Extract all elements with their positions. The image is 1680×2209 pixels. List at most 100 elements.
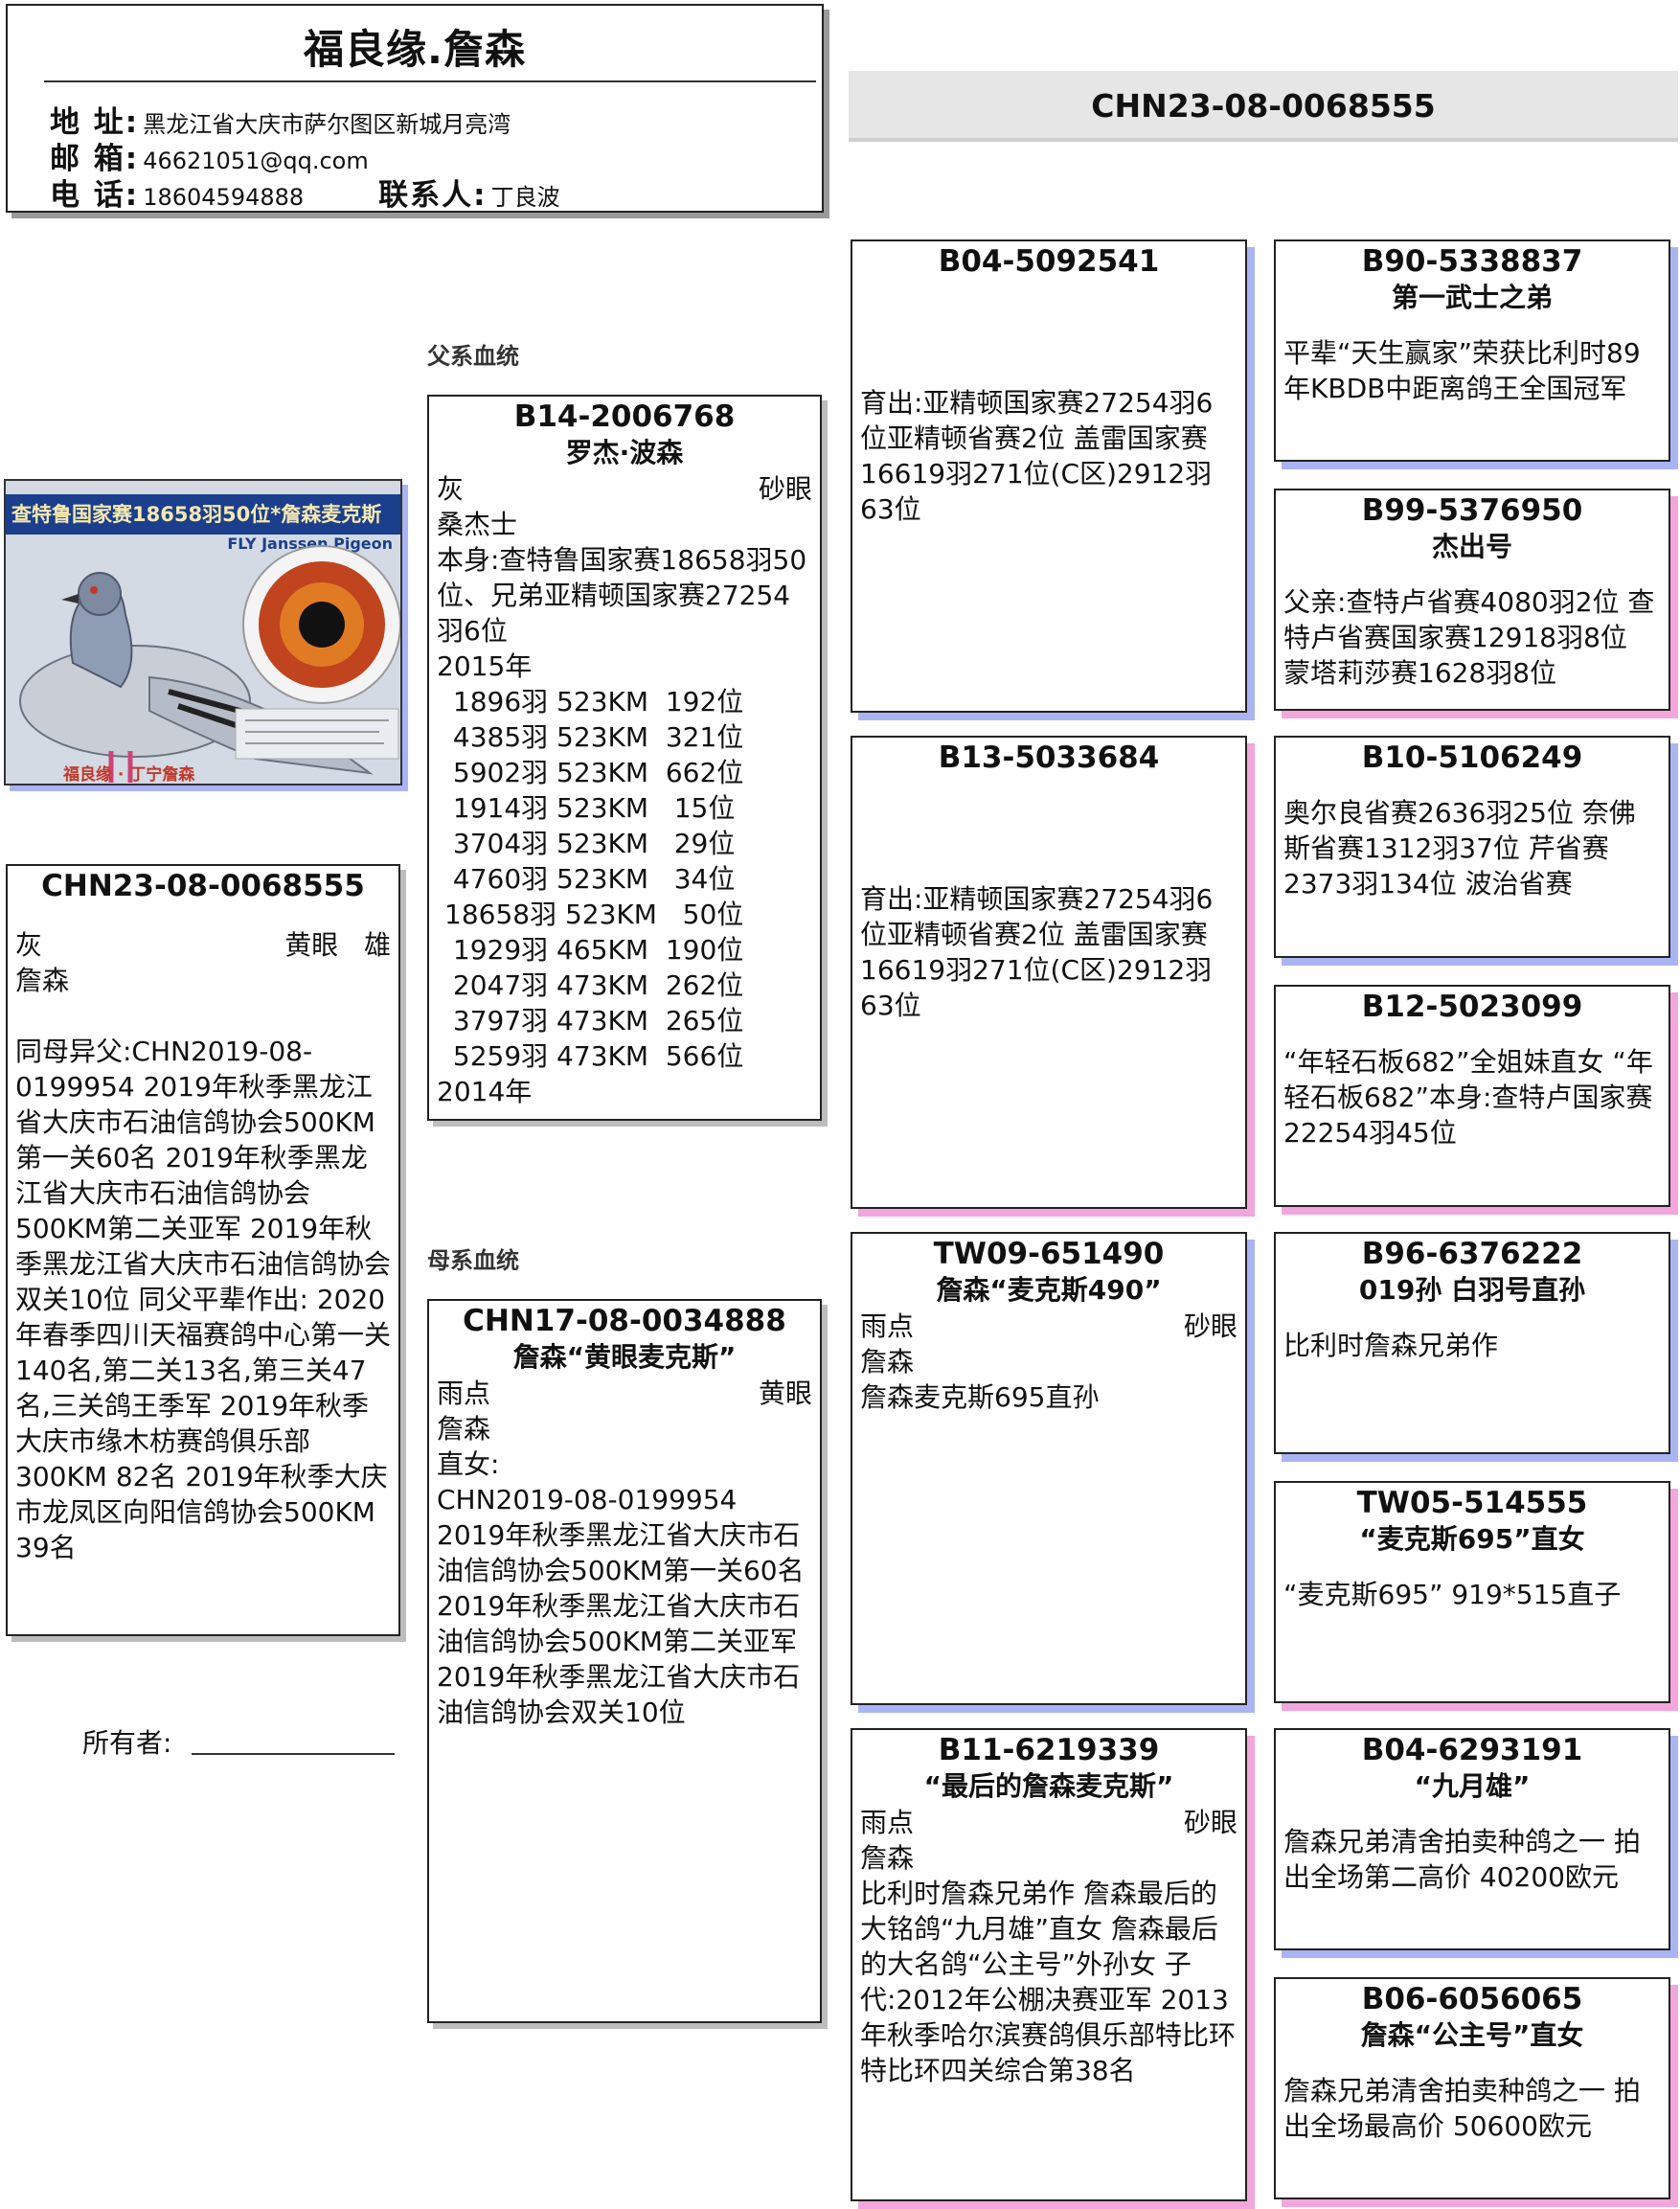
paternal-label: 父系血统 [427, 343, 519, 370]
great-grandparent-description: “年轻石板682”全姐妹直女 “年轻石板682”本身:查特卢国家赛22254羽4… [1283, 1046, 1653, 1149]
dam-card: CHN17-08-0034888 詹森“黄眼麦克斯” 雨点 黄眼 詹森 直女: … [427, 1299, 822, 2023]
phone-label: 电 话: [50, 178, 140, 213]
sire-result: 3704羽 523KM 29位 [444, 828, 736, 859]
sire-result: 4385羽 523KM 321位 [444, 721, 744, 753]
sire-traits: 灰 砂眼 [437, 471, 812, 507]
great-grandparent-ring: TW05-514555 [1356, 1486, 1588, 1520]
great-grandparent-description: 父亲:查特卢省赛4080羽2位 查特卢省赛国家赛12918羽8位 蒙塔莉莎赛16… [1283, 586, 1655, 689]
grandparent-description: 詹森麦克斯695直孙 [860, 1381, 1100, 1413]
great-grandparent-card: B99-5376950 杰出号 父亲:查特卢省赛4080羽2位 查特卢省赛国家赛… [1274, 489, 1670, 711]
granddam-dam-card: B11-6219339 “最后的詹森麦克斯” 雨点 砂眼 詹森 比利时詹森兄弟作… [851, 1728, 1247, 2201]
great-grandparent-name: 杰出号 [1431, 531, 1512, 562]
grandparent-ring: TW09-651490 [933, 1237, 1165, 1271]
sire-description: 本身:查特鲁国家赛18658羽50位、兄弟亚精顿国家赛27254羽6位 [437, 544, 807, 647]
photo-brand: FLY Janssen Pigeon [227, 535, 393, 553]
pigeon-illustration [19, 545, 400, 783]
breeder-header: 福良缘.詹森 地 址: 黑龙江省大庆市萨尔图区新城月亮湾 邮 箱: 466210… [6, 4, 824, 213]
great-grandparent-card: B04-6293191 “九月雄” 詹森兄弟清舍拍卖种鸽之一 拍出全场第二高价 … [1274, 1728, 1670, 1950]
grandparent-eye: 砂眼 [1183, 1310, 1237, 1342]
email-value: 46621051@qq.com [143, 148, 369, 174]
breeder-title: 福良缘.詹森 [304, 26, 526, 73]
great-grandparent-ring: B12-5023099 [1361, 990, 1583, 1024]
sire-eye: 砂眼 [758, 473, 812, 505]
grandparent-name: “最后的詹森麦克斯” [923, 1770, 1174, 1802]
grandparent-eye: 砂眼 [1183, 1807, 1237, 1838]
subject-color: 灰 [15, 929, 43, 961]
great-grandparent-name: 詹森“公主号”直女 [1360, 2019, 1584, 2051]
subject-card: CHN23-08-0068555 灰 黄眼 雄 詹森 同母异父:CHN2019-… [6, 864, 400, 1636]
sire-result: 1896羽 523KM 192位 [444, 686, 744, 717]
great-grandparent-description: 詹森兄弟清舍拍卖种鸽之一 拍出全场第二高价 40200欧元 [1283, 1826, 1641, 1893]
sire-result: 4760羽 523KM 34位 [444, 863, 736, 895]
dam-description: CHN2019-08-0199954 2019年秋季黑龙江省大庆市石油信鸽协会5… [437, 1484, 805, 1728]
subject-eye: 黄眼 [284, 929, 339, 961]
grandparent-strain: 詹森 [860, 1346, 915, 1378]
great-grandparent-card: B10-5106249 奥尔良省赛2636羽25位 奈佛斯省赛1312羽37位 … [1274, 736, 1670, 958]
contact-value: 丁良波 [490, 184, 560, 211]
great-grandparent-card: B06-6056065 詹森“公主号”直女 詹森兄弟清舍拍卖种鸽之一 拍出全场最… [1274, 1977, 1670, 2199]
sire-result: 3797羽 473KM 265位 [444, 1005, 744, 1036]
maternal-label: 母系血统 [427, 1247, 519, 1274]
great-grandparent-name: “麦克斯695”直女 [1359, 1523, 1585, 1555]
contact-label: 联系人: [378, 178, 488, 213]
grandparent-color: 雨点 [860, 1310, 915, 1342]
email-label: 邮 箱: [50, 142, 140, 176]
email-row: 邮 箱: 46621051@qq.com [50, 134, 369, 177]
dam-ring: CHN17-08-0034888 [463, 1304, 786, 1338]
header-divider [44, 80, 816, 82]
sire-result: 18658羽 523KM 50位 [444, 899, 744, 930]
grandparent-color: 雨点 [860, 1807, 915, 1838]
sire-result: 1914羽 523KM 15位 [444, 792, 736, 824]
great-grandparent-ring: B90-5338837 [1361, 244, 1583, 279]
great-grandparent-name: 019孙 白羽号直孙 [1358, 1274, 1586, 1306]
great-grandparent-card: TW05-514555 “麦克斯695”直女 “麦克斯695” 919*515直… [1274, 1481, 1670, 1703]
sire-result: 5259羽 473KM 566位 [444, 1040, 744, 1072]
grandparent-name: 詹森“麦克斯490” [936, 1274, 1162, 1306]
sire-ring: B14-2006768 [513, 399, 736, 434]
dam-color: 雨点 [437, 1378, 491, 1409]
grandparent-description: 育出:亚精顿国家赛27254羽6位亚精顿省赛2位 盖雷国家赛16619羽271位… [860, 387, 1214, 525]
granddam-sire-card: B13-5033684 育出:亚精顿国家赛27254羽6位亚精顿省赛2位 盖雷国… [851, 736, 1247, 1209]
sire-card: B14-2006768 罗杰·波森 灰 砂眼 桑杰士 本身:查特鲁国家赛1865… [427, 395, 822, 1121]
grandparent-description: 育出:亚精顿国家赛27254羽6位亚精顿省赛2位 盖雷国家赛16619羽271位… [860, 883, 1214, 1021]
great-grandparent-description: “麦克斯695” 919*515直子 [1283, 1579, 1622, 1610]
photo-banner: 查特鲁国家赛18658羽50位*詹森麦克斯 [6, 494, 400, 535]
grandsire-sire-card: B04-5092541 育出:亚精顿国家赛27254羽6位亚精顿省赛2位 盖雷国… [851, 239, 1247, 713]
grandsire-dam-card: TW09-651490 詹森“麦克斯490” 雨点 砂眼 詹森 詹森麦克斯695… [851, 1232, 1247, 1705]
dam-traits: 雨点 黄眼 [437, 1376, 812, 1411]
phone-value: 18604594888 [143, 184, 305, 211]
great-grandparent-card: B12-5023099 “年轻石板682”全姐妹直女 “年轻石板682”本身:查… [1274, 985, 1670, 1207]
sire-name: 罗杰·波森 [565, 437, 684, 468]
grandparent-description: 比利时詹森兄弟作 詹森最后的大铭鸽“九月雄”直女 詹森最后的大名鸽“公主号”外孙… [860, 1878, 1237, 2086]
dam-name: 詹森“黄眼麦克斯” [512, 1341, 737, 1373]
subject-strain: 詹森 [15, 965, 70, 996]
owner-signature-line[interactable] [192, 1753, 395, 1755]
great-grandparent-description: 平辈“天生赢家”荣获比利时89年KBDB中距离鸽王全国冠军 [1283, 337, 1641, 404]
great-grandparent-description: 詹森兄弟清舍拍卖种鸽之一 拍出全场最高价 50600欧元 [1283, 2075, 1641, 2142]
grandparent-traits: 雨点 砂眼 [860, 1805, 1237, 1840]
sire-year-2014: 2014年 [437, 1076, 533, 1107]
sire-result: 1929羽 465KM 190位 [444, 934, 744, 966]
great-grandparent-ring: B04-6293191 [1361, 1733, 1583, 1767]
dam-eye: 黄眼 [758, 1378, 812, 1409]
sire-year-2015: 2015年 [437, 650, 533, 682]
sire-result: 5902羽 523KM 662位 [444, 757, 744, 788]
dam-strain: 詹森 [437, 1413, 491, 1445]
subject-sex: 雄 [363, 929, 391, 961]
dam-offspring-label: 直女: [437, 1448, 500, 1480]
grandparent-ring: B13-5033684 [938, 740, 1160, 775]
address-label: 地 址: [50, 105, 140, 140]
subject-ring: CHN23-08-0068555 [41, 869, 365, 903]
great-grandparent-name: “九月雄” [1414, 1770, 1531, 1802]
sire-strain: 桑杰士 [437, 509, 518, 540]
great-grandparent-ring: B96-6376222 [1361, 1237, 1583, 1271]
address-value: 黑龙江省大庆市萨尔图区新城月亮湾 [143, 111, 511, 138]
phone-row: 电 话: 18604594888 联系人: 丁良波 [50, 171, 560, 214]
great-grandparent-description: 奥尔良省赛2636羽25位 奈佛斯省赛1312羽37位 芹省赛2373羽134位… [1283, 797, 1636, 900]
pigeon-photo: 查特鲁国家赛18658羽50位*詹森麦克斯 FLY Janssen Pigeon… [4, 479, 402, 786]
great-grandparent-name: 第一武士之弟 [1391, 282, 1553, 313]
great-grandparent-card: B96-6376222 019孙 白羽号直孙 比利时詹森兄弟作 [1274, 1232, 1670, 1454]
sire-color: 灰 [437, 473, 465, 505]
top-ring-code: CHN23-08-0068555 [849, 71, 1678, 142]
great-grandparent-ring: B10-5106249 [1361, 740, 1583, 775]
